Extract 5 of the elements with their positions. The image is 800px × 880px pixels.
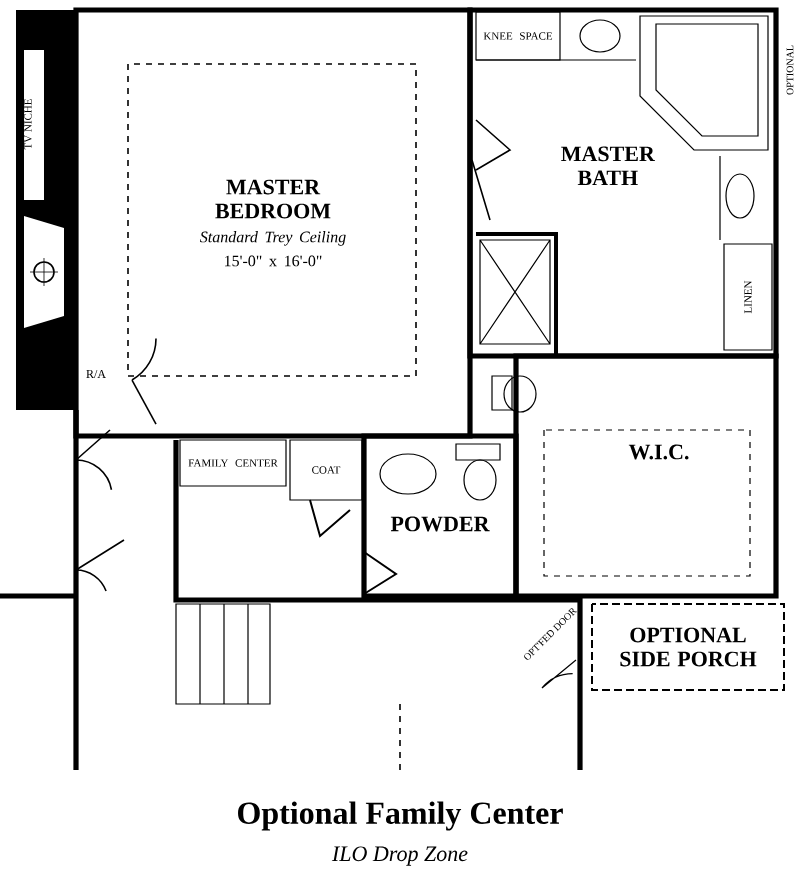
room-outline: POWDER (361, 433, 519, 599)
room-outline: W.I.C. (513, 353, 779, 599)
title: Optional Family Center (238, 801, 563, 831)
porch-outline: OPTIONAL SIDE PORCH (591, 603, 785, 691)
caption: ILO Drop Zone (331, 846, 468, 866)
